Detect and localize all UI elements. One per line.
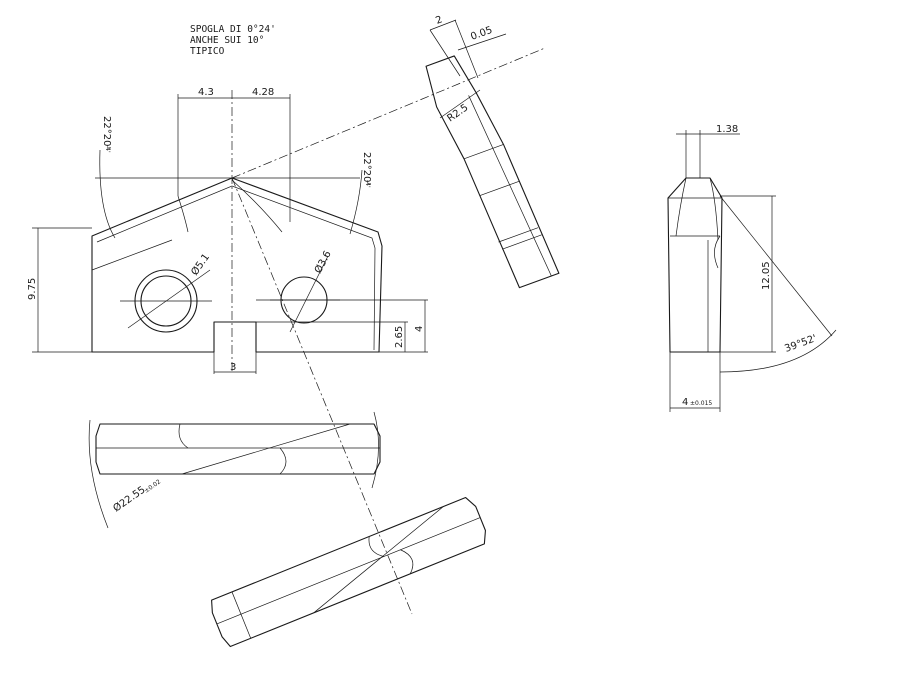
rake-edge-left (91, 239, 173, 271)
dim-1-38: 1.38 (716, 124, 738, 135)
rotated-side-edge-3 (498, 227, 539, 243)
dim-9-75: 9.75 (27, 278, 38, 300)
rotated-side-edge-4 (502, 234, 542, 250)
note-line-3: TIPICO (190, 46, 225, 57)
title-notes: SPOGLA DI 0°24' ANCHE SUI 10° TIPICO (190, 24, 276, 57)
dim-line-2 (429, 19, 457, 31)
dim-0-05: 0.05 (469, 25, 494, 43)
diagonal-axis (231, 177, 413, 615)
hole-small-leader (289, 255, 329, 333)
dim-4-tol: 4 (682, 397, 688, 408)
rotated-side-edge-1 (463, 144, 504, 160)
dim-2-65: 2.65 (394, 326, 405, 348)
rotated-side-edge-2 (479, 181, 520, 197)
angle-ray-39-52 (719, 195, 833, 337)
dim-4: 4 (414, 326, 425, 332)
dim-4-3: 4.3 (198, 87, 214, 98)
dim-dia-5-1: Ø5.1 (189, 251, 212, 277)
dim-4-28: 4.28 (252, 87, 274, 98)
bottom-rotated-end-line (231, 591, 252, 639)
right-side-notch (714, 235, 721, 269)
dim-angle-right-tol: -4' (364, 180, 371, 188)
front-view-inner-edge (96, 185, 376, 351)
dim-line-0-05 (457, 33, 507, 51)
rake-curve-left (177, 195, 189, 233)
rotated-side-view (425, 55, 560, 289)
rotated-side-dims: 2 0.05 R2.5 (429, 14, 507, 124)
dim-dia-3-6: Ø3.6 (312, 249, 334, 276)
dim-angle-39-52: 39°52' (783, 333, 818, 355)
rake-curve-right (231, 179, 283, 233)
note-line-2: ANCHE SUI 10° (190, 35, 264, 46)
dim-dia-22-55: Ø22.55 (111, 484, 148, 515)
dim-dia-22-55-tol: ±0.02 (143, 478, 162, 494)
bottom-view-flute-2 (279, 447, 287, 475)
bottom-rotated-helix (313, 506, 444, 614)
rotated-side-outline (425, 55, 560, 289)
dim-angle-right: 22°20' (361, 152, 372, 185)
dim-2: 2 (434, 14, 444, 27)
dim-r2-5: R2.5 (445, 102, 470, 124)
arc-dia-22-55-right (371, 411, 379, 489)
note-line-1: SPOGLA DI 0°24' (190, 24, 276, 35)
bottom-rotated-flute-1 (368, 536, 384, 557)
front-view: 4.3 4.28 22°20' -4' 22°20' -4' 9.75 3 2.… (27, 47, 546, 615)
right-side-curve-left (675, 177, 687, 237)
bottom-view-helix (181, 423, 351, 475)
right-side-view: 1.38 12.05 39°52' 4 ±0.015 (667, 124, 837, 412)
bottom-view-flute-1 (178, 423, 189, 449)
right-side-outline (667, 177, 723, 353)
bottom-rotated-mid-line (216, 517, 481, 625)
front-view-outline (91, 177, 383, 353)
bottom-rotated-flute-2 (400, 549, 414, 575)
dim-12-05: 12.05 (761, 261, 772, 290)
bottom-view: Ø22.55 ±0.02 (88, 411, 381, 529)
arc-angle-39-52 (719, 329, 837, 373)
dim-3: 3 (230, 362, 236, 373)
arc-angle-left (99, 149, 116, 239)
ext-line-2-right (454, 19, 479, 79)
hole-large-leader (127, 269, 211, 329)
bottom-rotated-view (211, 496, 486, 648)
arc-dia-22-55-left (88, 419, 109, 529)
bottom-rotated-outline (211, 496, 486, 648)
dim-4-tol-val: ±0.015 (690, 400, 712, 407)
dim-angle-left-tol: -4' (104, 145, 111, 153)
arc-angle-right (349, 169, 363, 235)
ext-line-2-left (429, 29, 461, 77)
dim-angle-left: 22°20' (101, 116, 112, 149)
leader-r2-5 (439, 89, 481, 119)
right-side-curve-right (709, 177, 719, 241)
top-extension-axis (231, 47, 546, 179)
bottom-view-outline (95, 423, 381, 475)
rotated-side-inner (468, 95, 552, 277)
